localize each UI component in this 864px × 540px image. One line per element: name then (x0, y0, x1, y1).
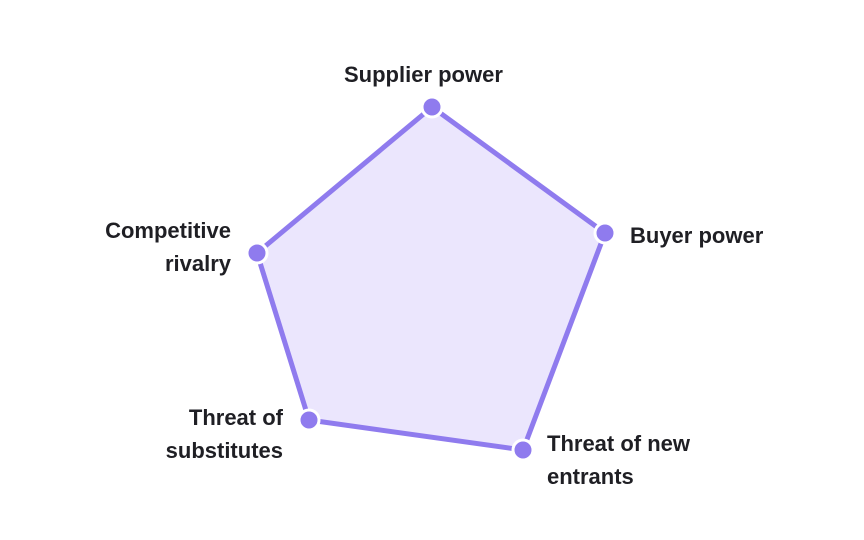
node-dot-supplier (420, 95, 444, 119)
label-threat-of-substitutes-line-2: substitutes (165, 438, 283, 463)
label-supplier-power-line-1: Supplier power (344, 62, 503, 87)
label-competitive-rivalry-line-2: rivalry (164, 251, 231, 276)
node-dot-rivalry (245, 241, 269, 265)
label-threat-of-new-entrants-line-1: Threat of new (547, 431, 691, 456)
label-buyer-power-line-1: Buyer power (630, 223, 764, 248)
label-competitive-rivalry: Competitive rivalry (105, 214, 231, 280)
label-threat-of-substitutes: Threat of substitutes (166, 401, 283, 467)
node-dot-buyer (593, 221, 617, 245)
label-threat-of-substitutes-line-1: Threat of (188, 405, 283, 430)
label-competitive-rivalry-line-1: Competitive (105, 218, 231, 243)
label-threat-of-new-entrants: Threat of new entrants (547, 427, 690, 493)
node-dot-substitutes (297, 408, 321, 432)
node-dot-entrants (511, 438, 535, 462)
pentagon-shape (254, 104, 608, 453)
label-supplier-power: Supplier power (344, 58, 503, 91)
label-buyer-power: Buyer power (630, 219, 763, 252)
label-threat-of-new-entrants-line-2: entrants (547, 464, 634, 489)
